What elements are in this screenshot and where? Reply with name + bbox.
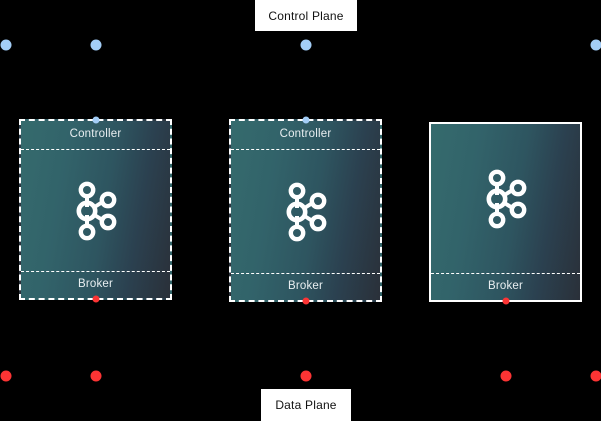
node-3-broker-section: Broker [431, 273, 580, 300]
control-plane-label: Control Plane [255, 0, 357, 31]
data-plane-label: Data Plane [261, 389, 351, 421]
control-plane-dot-2[interactable] [90, 39, 102, 51]
node-1-logo-section [21, 150, 170, 271]
node-2-controller-label: Controller [279, 128, 332, 141]
node-2-broker-section: Broker [231, 273, 380, 300]
node-1-controller-label: Controller [69, 128, 122, 141]
control-plane-dot-4[interactable] [590, 39, 601, 51]
data-plane-dot-3[interactable] [300, 370, 312, 382]
apache-kafka-logo [486, 169, 526, 228]
data-plane-dot-2[interactable] [90, 370, 102, 382]
node-box-3[interactable]: Broker [429, 122, 582, 302]
node-1-data-connector-dot[interactable] [92, 295, 100, 303]
control-plane-dot-1[interactable] [0, 39, 12, 51]
node-box-2[interactable]: Controller Broker [229, 119, 382, 302]
node-1-control-connector-dot[interactable] [92, 116, 100, 124]
node-2-logo-section [231, 150, 380, 273]
node-1-controller-section: Controller [21, 121, 170, 150]
node-2-broker-label: Broker [287, 280, 324, 293]
apache-kafka-logo [286, 182, 326, 241]
data-plane-dot-4[interactable] [500, 370, 512, 382]
node-2-controller-section: Controller [231, 121, 380, 150]
node-2-data-connector-dot[interactable] [302, 297, 310, 305]
node-3-logo-section [431, 124, 580, 273]
node-2-control-connector-dot[interactable] [302, 116, 310, 124]
node-3-broker-label: Broker [487, 280, 524, 293]
apache-kafka-logo [76, 181, 116, 240]
node-3-data-connector-dot[interactable] [502, 297, 510, 305]
node-1-broker-section: Broker [21, 271, 170, 298]
data-plane-dot-1[interactable] [0, 370, 12, 382]
node-1-broker-label: Broker [77, 278, 114, 291]
node-box-1[interactable]: Controller Broker [19, 119, 172, 300]
data-plane-dot-5[interactable] [590, 370, 601, 382]
control-plane-dot-3[interactable] [300, 39, 312, 51]
